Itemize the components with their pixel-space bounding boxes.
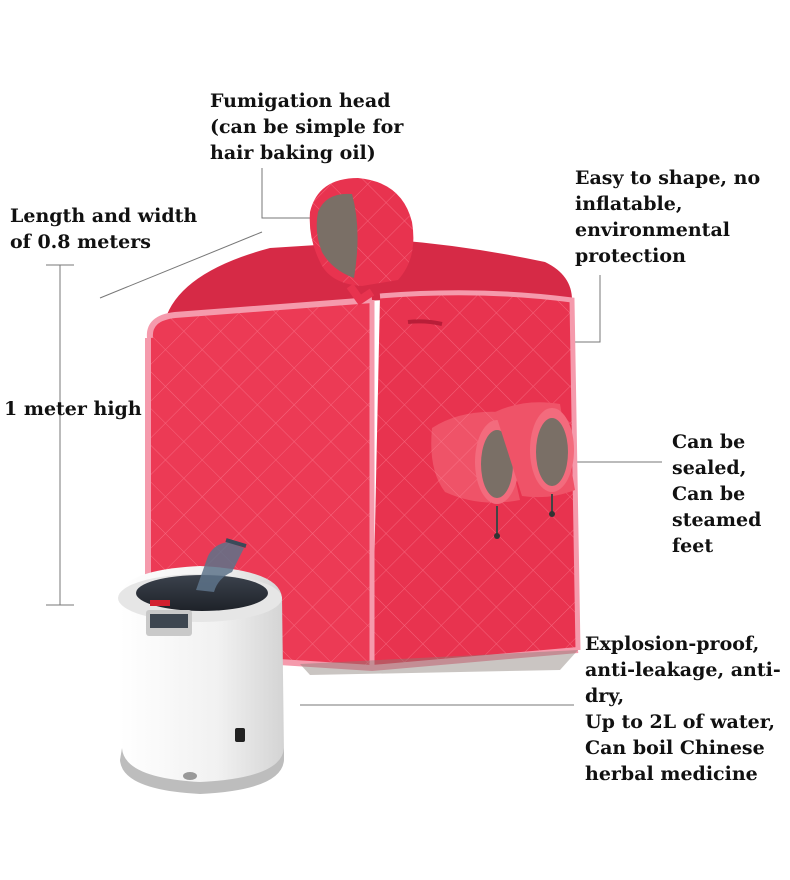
dimension-length-width bbox=[99, 231, 263, 299]
fumigation-head-hood bbox=[309, 178, 414, 306]
foot-sleeves bbox=[431, 402, 575, 539]
label-easy-shape: Easy to shape, no inflatable, environmen… bbox=[575, 167, 761, 267]
leader-lines bbox=[46, 168, 662, 706]
label-sealed: Can be sealed, Can be steamed feet bbox=[672, 431, 762, 557]
label-fumigation-head: Fumigation head (can be simple for hair … bbox=[210, 90, 404, 164]
leader-fumigation bbox=[261, 168, 318, 219]
label-length-width: Length and width of 0.8 meters bbox=[10, 205, 198, 253]
label-explosion-proof: Explosion-proof, anti-leakage, anti- dry… bbox=[585, 633, 781, 785]
steamer-pot bbox=[118, 538, 284, 794]
label-height: 1 meter high bbox=[4, 398, 142, 420]
